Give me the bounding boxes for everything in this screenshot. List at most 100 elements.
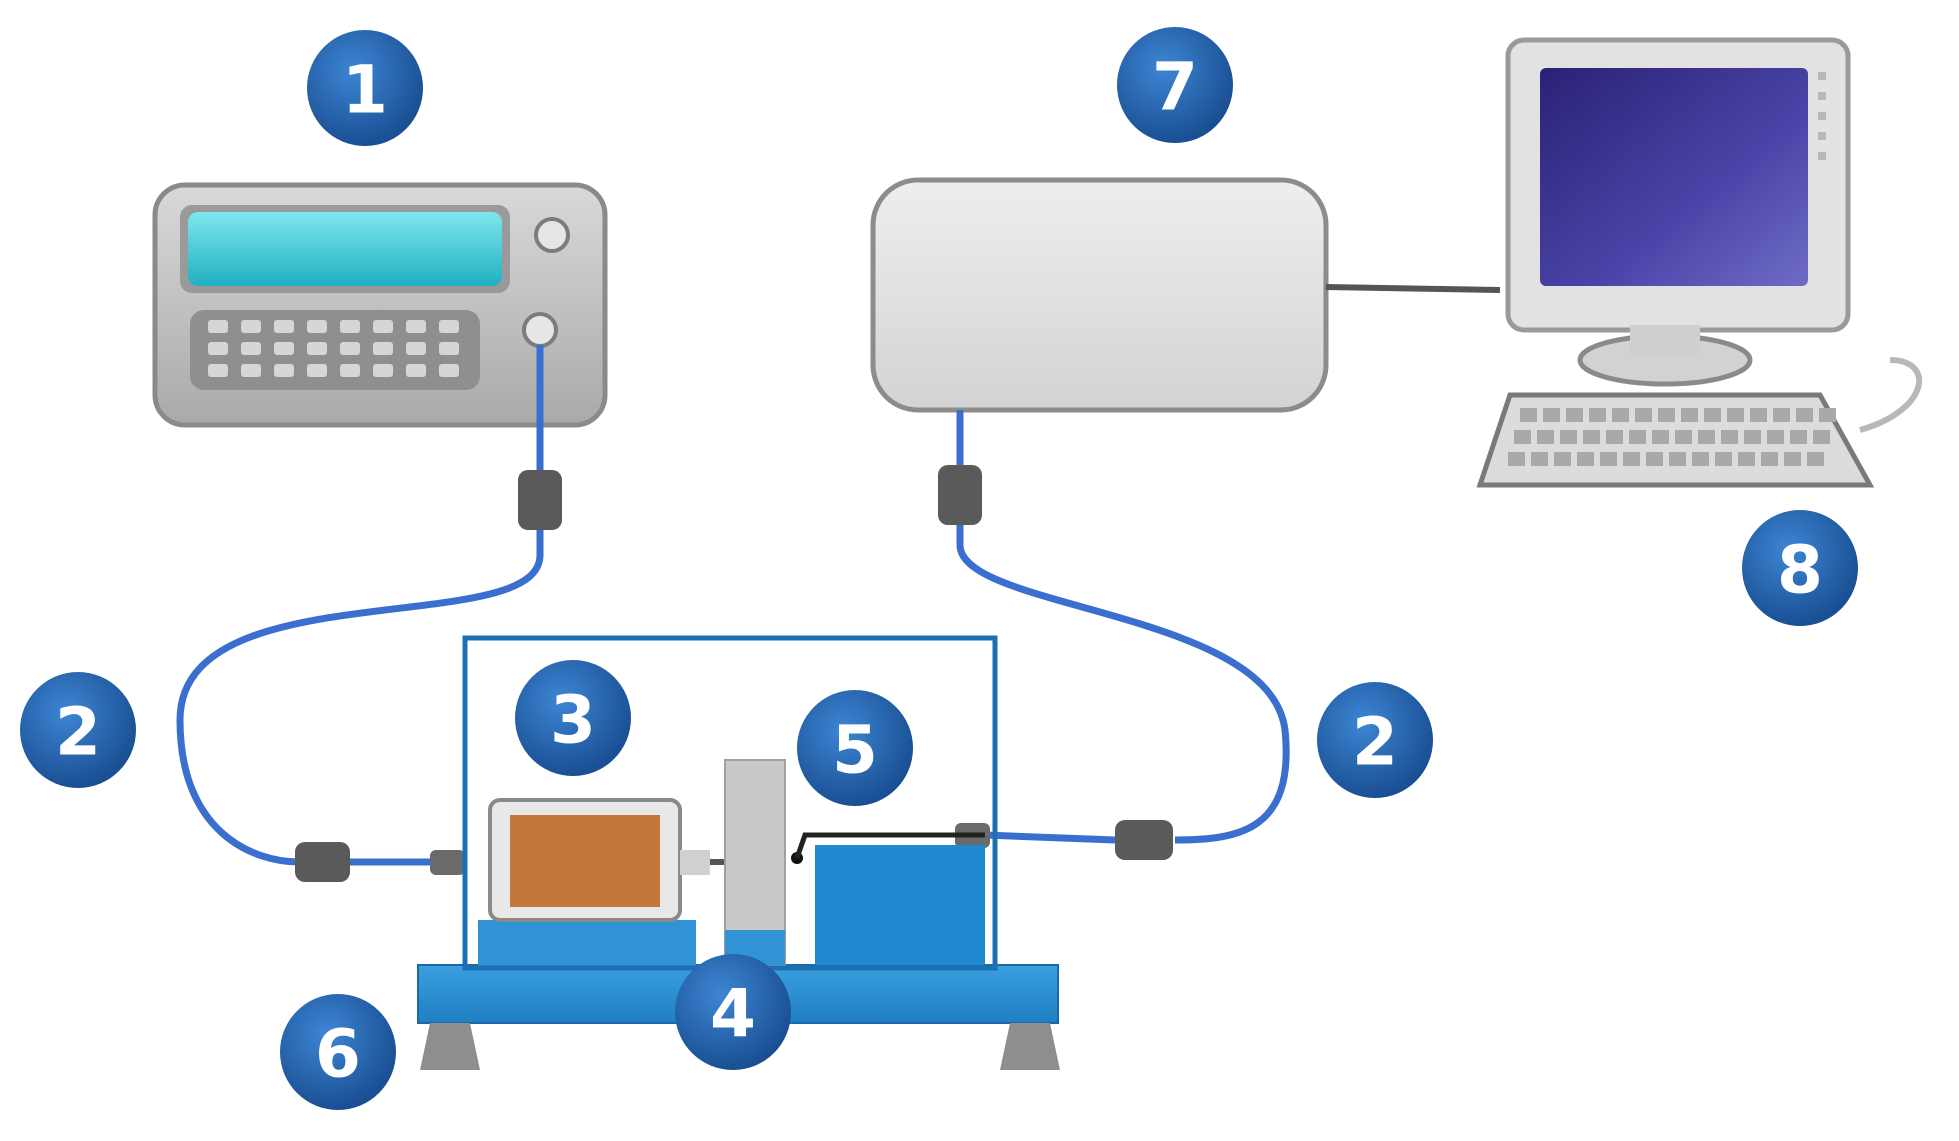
keyboard-key [1520, 408, 1537, 422]
keypad-key [208, 320, 228, 333]
keyboard-key [1635, 408, 1652, 422]
keyboard-key [1784, 452, 1801, 466]
keyboard-key [1698, 430, 1715, 444]
generator-display [188, 212, 502, 286]
keypad-key [274, 342, 294, 355]
keyboard-key [1704, 408, 1721, 422]
keyboard-key [1761, 452, 1778, 466]
keypad-key [373, 364, 393, 377]
keypad-key [406, 364, 426, 377]
shaker-icon [478, 798, 725, 968]
badge-7-label: 7 [1152, 49, 1198, 126]
keyboard-key [1531, 452, 1548, 466]
keyboard-key [1675, 430, 1692, 444]
amplifier-block [815, 845, 985, 965]
keypad-key [241, 342, 261, 355]
monitor-screen [1540, 68, 1808, 286]
keyboard-key [1744, 430, 1761, 444]
keyboard-key [1819, 408, 1836, 422]
keyboard-key [1577, 452, 1594, 466]
keypad-key [274, 320, 294, 333]
table-leg-left [420, 1023, 480, 1070]
badge-8: 8 [1742, 510, 1858, 626]
badge-7: 7 [1117, 27, 1233, 143]
usb-cable [1325, 284, 1501, 293]
cable-left [176, 345, 562, 882]
signal-generator-icon [152, 182, 608, 428]
keypad-key [406, 342, 426, 355]
keypad-key [340, 320, 360, 333]
keyboard-key [1537, 430, 1554, 444]
keyboard-key [1813, 430, 1830, 444]
keypad-key [241, 364, 261, 377]
keyboard-key [1669, 452, 1686, 466]
keyboard-key [1566, 408, 1583, 422]
computer-icon [1476, 37, 1922, 488]
badge-3: 3 [515, 660, 631, 776]
keypad-key [439, 342, 459, 355]
keyboard-key [1773, 408, 1790, 422]
keypad-key [208, 342, 228, 355]
badge-8-label: 8 [1777, 532, 1823, 609]
table-leg-right [1000, 1023, 1060, 1070]
keypad-key [439, 364, 459, 377]
keyboard-key [1508, 452, 1525, 466]
badge-1-label: 1 [342, 52, 388, 129]
badge-2-right: 2 [1317, 682, 1433, 798]
keyboard-key [1767, 430, 1784, 444]
cable-right [938, 410, 1290, 860]
keypad-key [373, 342, 393, 355]
keypad-key [340, 342, 360, 355]
badge-6: 6 [280, 994, 396, 1110]
keyboard-key [1543, 408, 1560, 422]
keypad-key [340, 364, 360, 377]
keyboard-key [1606, 430, 1623, 444]
keyboard-key [1750, 408, 1767, 422]
keyboard-key [1629, 430, 1646, 444]
keyboard-key [1589, 408, 1606, 422]
keyboard-key [1715, 452, 1732, 466]
generator-knob [534, 217, 570, 253]
badge-5-label: 5 [832, 712, 878, 789]
badge-2-left-label: 2 [55, 694, 101, 771]
keypad-key [208, 364, 228, 377]
generator-output-port [522, 312, 558, 348]
keyboard-key [1612, 408, 1629, 422]
badge-2-right-label: 2 [1352, 704, 1398, 781]
keyboard-key [1738, 452, 1755, 466]
keyboard-key [1514, 430, 1531, 444]
keyboard-key [1560, 430, 1577, 444]
badge-4-label: 4 [710, 976, 756, 1053]
shaker-coil [510, 815, 660, 907]
keypad-key [307, 364, 327, 377]
keyboard-key [1658, 408, 1675, 422]
keyboard-key [1623, 452, 1640, 466]
badge-4: 4 [675, 954, 791, 1070]
keyboard-key [1681, 408, 1698, 422]
keyboard-key [1600, 452, 1617, 466]
keyboard-key [1583, 430, 1600, 444]
sensor-icon [724, 759, 985, 966]
keypad-key [373, 320, 393, 333]
badge-5: 5 [797, 690, 913, 806]
keyboard-key [1796, 408, 1813, 422]
keyboard-key [1721, 430, 1738, 444]
keypad-key [406, 320, 426, 333]
keyboard-key [1807, 452, 1824, 466]
generator-keypad [190, 310, 480, 390]
keyboard-key [1652, 430, 1669, 444]
keypad-key [307, 342, 327, 355]
badge-1: 1 [307, 30, 423, 146]
badge-3-label: 3 [550, 682, 596, 759]
badge-2-left: 2 [20, 672, 136, 788]
keypad-key [439, 320, 459, 333]
keypad-key [241, 320, 261, 333]
keyboard-key [1692, 452, 1709, 466]
keyboard-key [1554, 452, 1571, 466]
badge-6-label: 6 [315, 1016, 361, 1093]
keypad-key [307, 320, 327, 333]
keyboard-key [1790, 430, 1807, 444]
daq-box-icon [870, 177, 1329, 413]
keypad-key [274, 364, 294, 377]
